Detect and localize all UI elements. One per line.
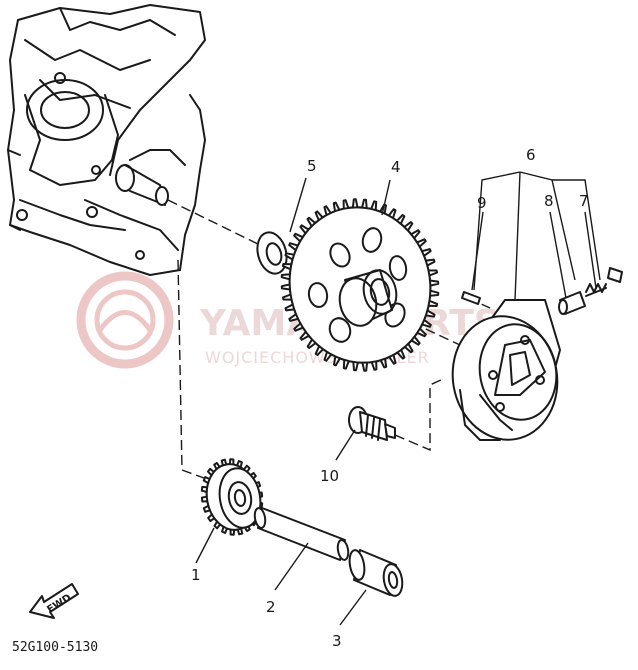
part-6-clutch-assembly <box>451 299 561 441</box>
callout-1: 1 <box>191 566 201 584</box>
callout-5: 5 <box>307 157 317 175</box>
part-2-shaft <box>253 507 350 561</box>
watermark-logo <box>76 271 174 369</box>
part-10-bolt <box>348 406 396 441</box>
fwd-arrow-icon: FWD <box>29 583 79 619</box>
callout-6: 6 <box>526 146 536 164</box>
part-9-pin <box>461 291 481 305</box>
part-5-washer <box>256 231 288 275</box>
part-8-plunger <box>558 291 586 315</box>
callout-4: 4 <box>391 158 401 176</box>
callout-8: 8 <box>544 192 554 210</box>
part-3-bushing <box>348 549 404 597</box>
part-1-small-gear <box>200 458 264 536</box>
callout-7: 7 <box>579 192 589 210</box>
callout-3: 3 <box>332 632 342 650</box>
callout-labels: 1 2 3 4 5 6 7 8 9 10 <box>191 146 589 650</box>
engine-crankcase <box>7 4 206 276</box>
leader-lines <box>195 171 601 626</box>
callout-9: 9 <box>477 194 487 212</box>
part-4-large-gear <box>280 198 440 372</box>
callout-10: 10 <box>320 467 339 485</box>
diagram-code: 52G100-5130 <box>12 640 98 655</box>
callout-2: 2 <box>266 598 276 616</box>
part-7-cap <box>607 267 623 283</box>
